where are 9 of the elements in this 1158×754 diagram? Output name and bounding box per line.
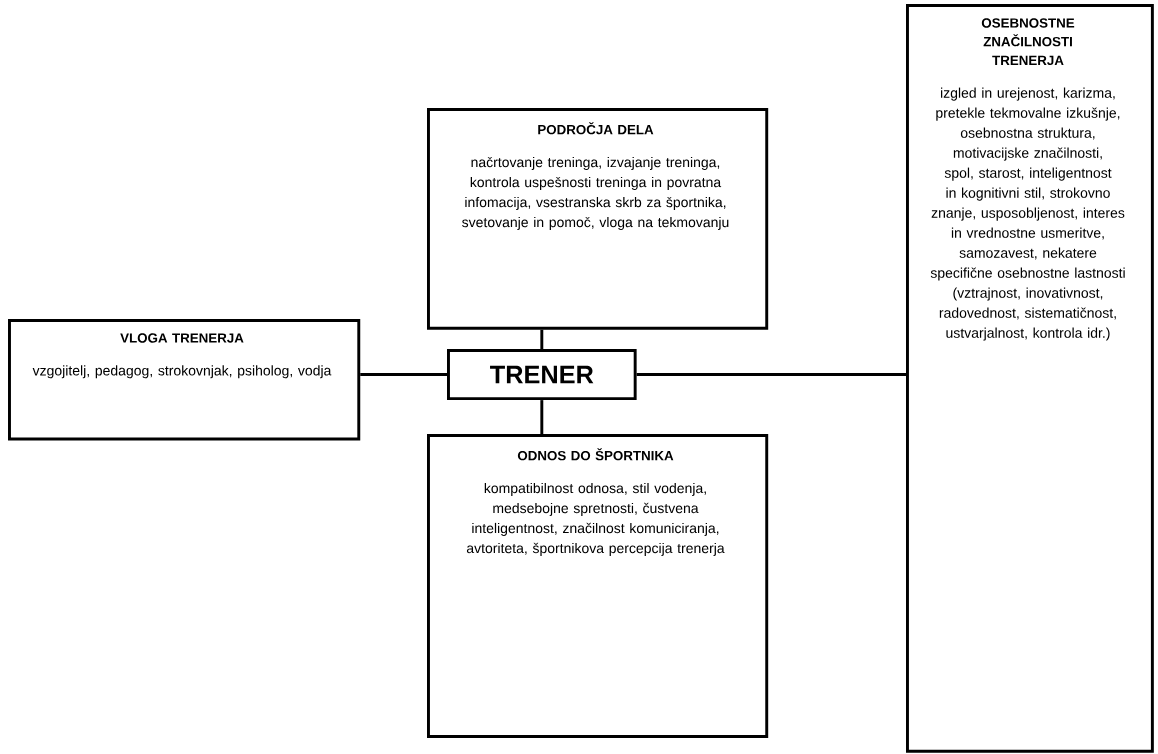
text-box: ODNOS DO ŠPORTNIKA kompatibilnost odnosa, stil vodenja, medsebojne spretnosti, čustvena inteligentnost, značilnost komuniciranja, avtoriteta, športnikova percepcija trenerja (427, 434, 769, 739)
text-box: PODROČJA DELA načrtovanje treninga, izvajanje treninga, kontrola uspešnosti treninga in povratna infomacija, vsestranska skrb za športnika, svetovanje in pomoč, vloga na tekmovanju (427, 108, 769, 330)
connector-line (360, 373, 447, 377)
connector-line (540, 329, 544, 349)
connector-line (540, 400, 544, 434)
center-box: TRENER (447, 349, 637, 401)
text-box: VLOGA TRENERJA vzgojitelj, pedagog, strokovnjak, psiholog, vodja (8, 319, 361, 441)
text-box: OSEBNOSTNE ZNAČILNOSTI TRENERJA izgled in urejenost, karizma, pretekle tekmovalne izkušnje, osebnostna struktura, motivacijske značilnosti, spol, starost, inteligentnost in kognitivni stil, strokovno znanje, usposobljenost, interes in vrednostne usmeritve, samozavest, nekatere specifične osebnostne lastnosti (vztrajnost, inovativnost, radovednost, sistematičnost, ustvarjalnost, kontrola idr.) (906, 4, 1154, 753)
connector-line (636, 373, 906, 377)
